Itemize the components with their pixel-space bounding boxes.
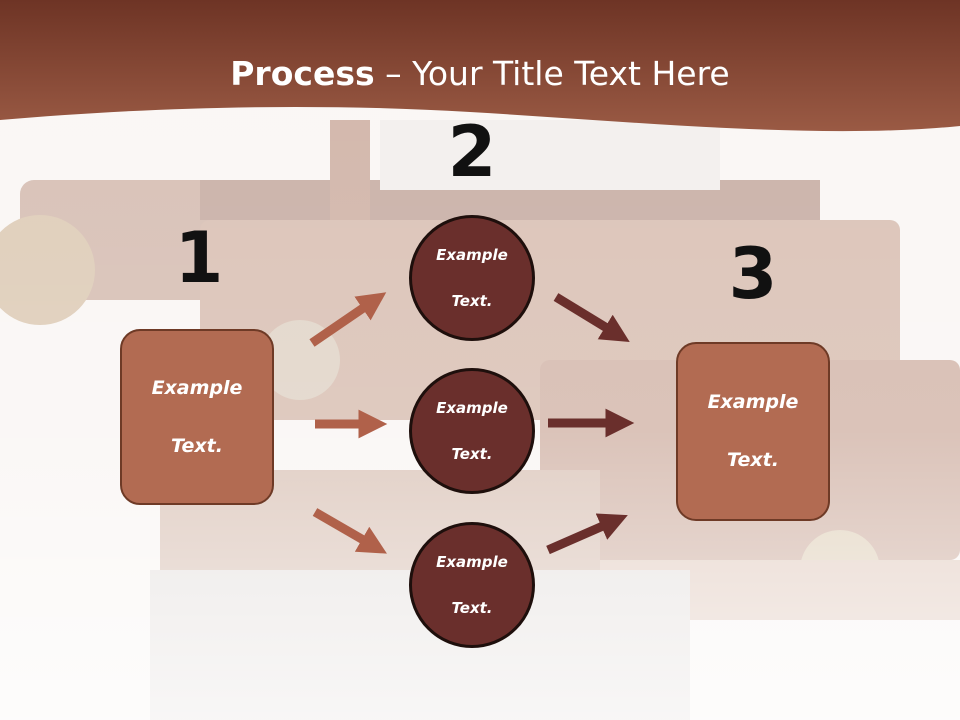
title-separator: – xyxy=(374,54,413,93)
step-3-box-line1: Example xyxy=(707,391,799,413)
step-number-1: 1 xyxy=(174,217,224,299)
circle-bottom-line1: Example xyxy=(436,552,508,571)
step-number-3: 3 xyxy=(728,233,778,315)
step-1-box-line1: Example xyxy=(151,376,243,399)
step-1-box-line2: Text. xyxy=(171,434,223,457)
header-banner xyxy=(0,0,960,132)
circle-bottom-line2: Text. xyxy=(451,598,493,617)
title-bold: Process xyxy=(230,54,375,93)
arrow-1-to-circle-bottom xyxy=(312,508,387,554)
title-rest: Your Title Text Here xyxy=(412,54,730,93)
circle-top-line1: Example xyxy=(436,245,508,264)
circle-middle-line2: Text. xyxy=(451,444,493,463)
circle-top-line2: Text. xyxy=(451,291,493,310)
step-3-box-line2: Text. xyxy=(727,449,779,471)
arrow-1-to-circle-top xyxy=(309,292,387,347)
arrow-circle-bottom-to-3 xyxy=(546,513,628,555)
circle-middle-line1: Example xyxy=(436,398,508,417)
step-number-2: 2 xyxy=(447,111,497,193)
page-title: Process – Your Title Text Here xyxy=(0,50,960,98)
arrow-circle-top-to-3 xyxy=(553,293,630,343)
